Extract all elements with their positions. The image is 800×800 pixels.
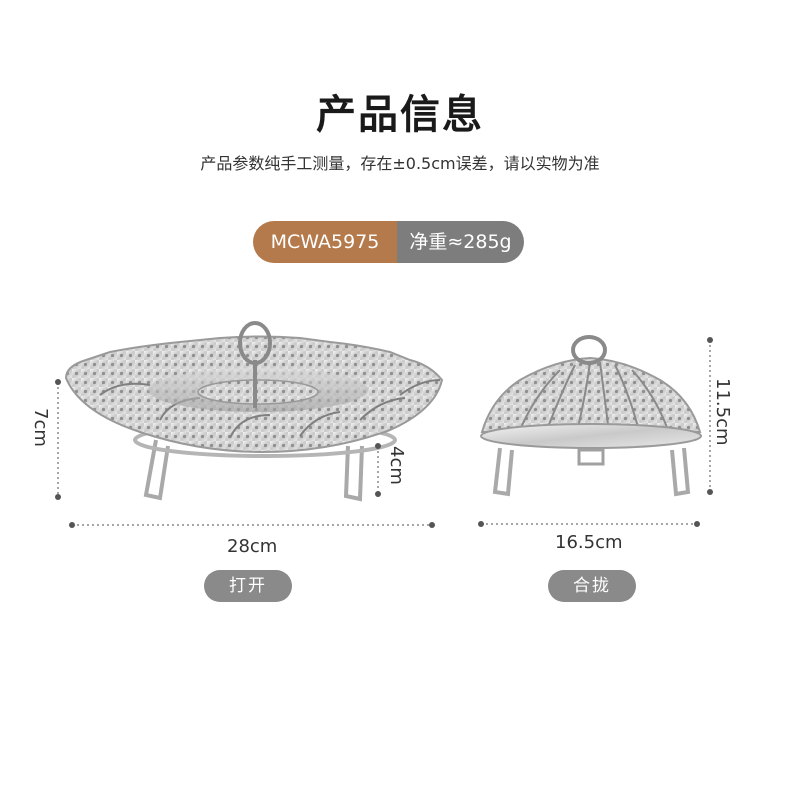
open-width-label: 28cm xyxy=(227,536,278,557)
open-leg-height-label: 4cm xyxy=(386,446,407,485)
dimension-endpoints xyxy=(55,337,713,528)
closed-steamer-basket xyxy=(480,335,702,497)
model-number: MCWA5975 xyxy=(253,221,397,263)
net-weight: 净重≈285g xyxy=(397,221,524,263)
open-steamer-basket xyxy=(64,321,444,502)
model-weight-badge: MCWA5975 净重≈285g xyxy=(253,221,524,263)
closed-width-label: 16.5cm xyxy=(555,532,623,553)
open-height-label: 7cm xyxy=(30,408,51,447)
measurement-note: 产品参数纯手工测量，存在±0.5cm误差，请以实物为准 xyxy=(200,154,600,173)
dimension-lines xyxy=(57,340,711,526)
page-title: 产品信息 xyxy=(316,92,484,138)
closed-state-tag: 合拢 xyxy=(548,570,636,602)
closed-height-label: 11.5cm xyxy=(712,378,733,446)
open-state-tag: 打开 xyxy=(204,570,292,602)
